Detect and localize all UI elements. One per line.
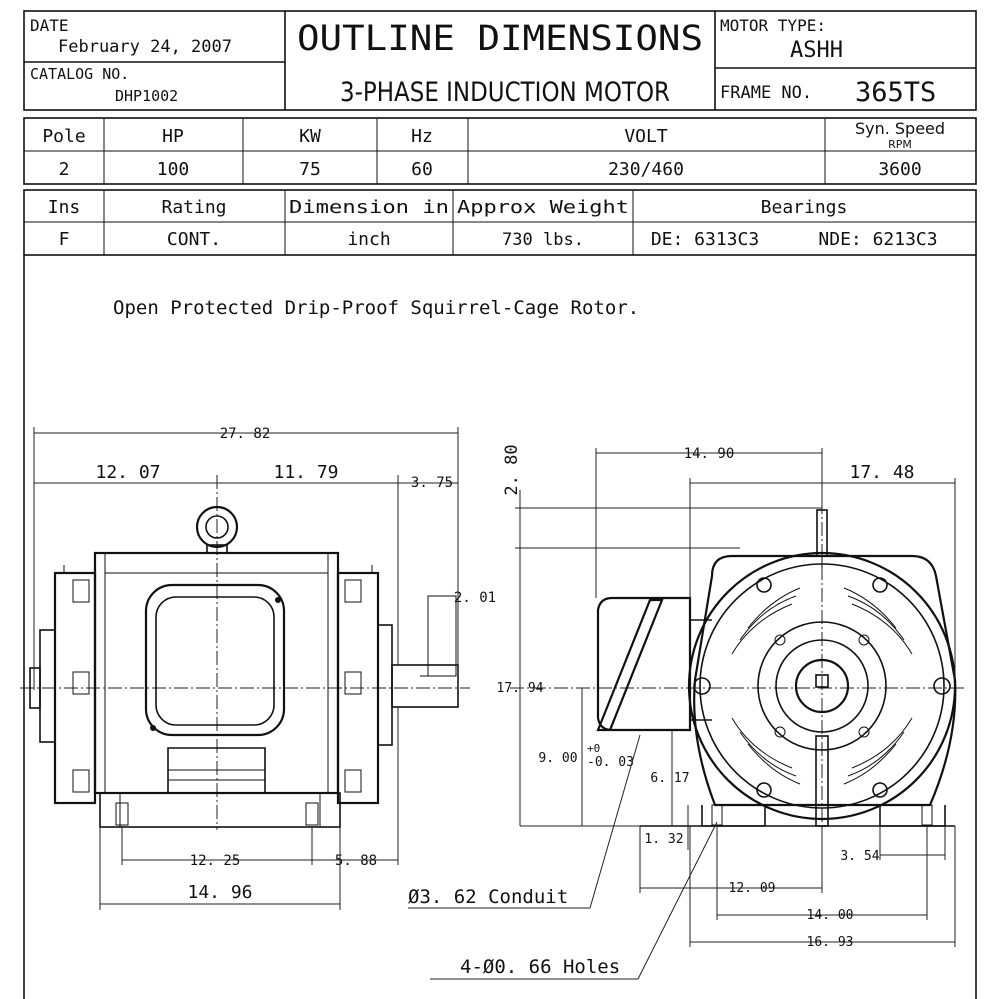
end-view-dimensions: 14. 90 17. 48 2. 80 17. 94 9. 00 +0 -0. … bbox=[408, 444, 956, 980]
spec-table-electrical: Pole HP KW Hz VOLT Syn. Speed RPM 2 100 … bbox=[23, 117, 977, 185]
value-speed: 3600 bbox=[878, 159, 921, 180]
value-weight: 730 lbs. bbox=[502, 230, 584, 250]
frame-label: FRAME NO. bbox=[720, 83, 812, 103]
side-view bbox=[20, 475, 470, 830]
drawing-subtitle: 3-PHASE INDUCTION MOTOR bbox=[340, 77, 670, 108]
dim-span-c: 16. 93 bbox=[807, 935, 854, 950]
dim-foot-thickness: 1. 32 bbox=[644, 832, 683, 847]
date-value: February 24, 2007 bbox=[58, 37, 232, 57]
header-volt: VOLT bbox=[624, 126, 668, 147]
value-volt: 230/460 bbox=[608, 159, 684, 180]
dim-base-length: 14. 96 bbox=[187, 882, 252, 903]
spec-table-mechanical: Ins Rating Dimension in Approx Weight Be… bbox=[23, 189, 977, 256]
dim-right-length: 11. 79 bbox=[273, 462, 338, 483]
dim-shaft-height: 9. 00 bbox=[538, 751, 577, 766]
header-weight: Approx Weight bbox=[457, 197, 629, 218]
header-syn-speed: Syn. Speed bbox=[855, 119, 945, 138]
header-dimension: Dimension in bbox=[289, 197, 449, 218]
vent-slots bbox=[731, 587, 913, 785]
dim-foot-width: 3. 54 bbox=[840, 849, 879, 864]
header-ins: Ins bbox=[48, 197, 81, 218]
header-hp: HP bbox=[162, 126, 184, 147]
header-kw: KW bbox=[299, 126, 321, 147]
dim-tolerance-minus: -0. 03 bbox=[587, 755, 634, 770]
dim-foot-offset: 5. 88 bbox=[335, 853, 377, 869]
dim-span-b: 14. 00 bbox=[807, 908, 854, 923]
side-view-dimensions: 27. 82 12. 07 11. 79 3. 75 2. 01 12. 25 … bbox=[33, 426, 496, 910]
title-block: DATE February 24, 2007 CATALOG NO. DHP10… bbox=[23, 10, 977, 111]
value-hz: 60 bbox=[411, 159, 433, 180]
value-bearing-de: DE: 6313C3 bbox=[651, 229, 759, 250]
value-kw: 75 bbox=[299, 159, 321, 180]
value-pole: 2 bbox=[59, 159, 70, 180]
dim-overall-height: 17. 94 bbox=[497, 681, 544, 696]
catalog-value: DHP1002 bbox=[115, 87, 178, 105]
motor-type-label: MOTOR TYPE: bbox=[720, 16, 826, 35]
value-rating: CONT. bbox=[167, 229, 221, 250]
dim-span-a: 12. 09 bbox=[729, 881, 776, 896]
dim-shaft-diameter: 2. 01 bbox=[454, 590, 496, 606]
value-bearing-nde: NDE: 6213C3 bbox=[818, 229, 937, 250]
dim-top-offset: 2. 80 bbox=[502, 444, 522, 495]
date-label: DATE bbox=[30, 16, 69, 35]
dim-overall-length: 27. 82 bbox=[220, 426, 271, 442]
note-conduit: Ø3. 62 Conduit bbox=[408, 886, 568, 908]
dim-conduit-height: 6. 17 bbox=[650, 771, 689, 786]
value-ins: F bbox=[59, 229, 70, 250]
note-holes: 4-Ø0. 66 Holes bbox=[460, 956, 620, 978]
header-hz: Hz bbox=[411, 126, 433, 147]
header-rpm: RPM bbox=[888, 138, 912, 151]
header-bearings: Bearings bbox=[761, 197, 848, 218]
value-dimension: inch bbox=[347, 229, 390, 250]
header-pole: Pole bbox=[42, 126, 85, 147]
end-view bbox=[510, 500, 965, 830]
dim-tolerance-plus: +0 bbox=[587, 742, 600, 755]
drawing-title: OUTLINE DIMENSIONS bbox=[297, 19, 703, 59]
value-hp: 100 bbox=[157, 159, 190, 180]
catalog-label: CATALOG NO. bbox=[30, 65, 129, 83]
header-rating: Rating bbox=[161, 197, 226, 218]
dim-frame-width: 17. 48 bbox=[849, 462, 914, 483]
dim-conduit-width: 14. 90 bbox=[684, 446, 735, 462]
dim-left-length: 12. 07 bbox=[95, 462, 160, 483]
motor-type-value: ASHH bbox=[790, 38, 843, 63]
frame-value: 365TS bbox=[855, 77, 936, 108]
dim-shaft-length: 3. 75 bbox=[411, 475, 453, 491]
dim-foot-span: 12. 25 bbox=[190, 853, 241, 869]
motor-description: Open Protected Drip-Proof Squirrel-Cage … bbox=[113, 297, 639, 319]
